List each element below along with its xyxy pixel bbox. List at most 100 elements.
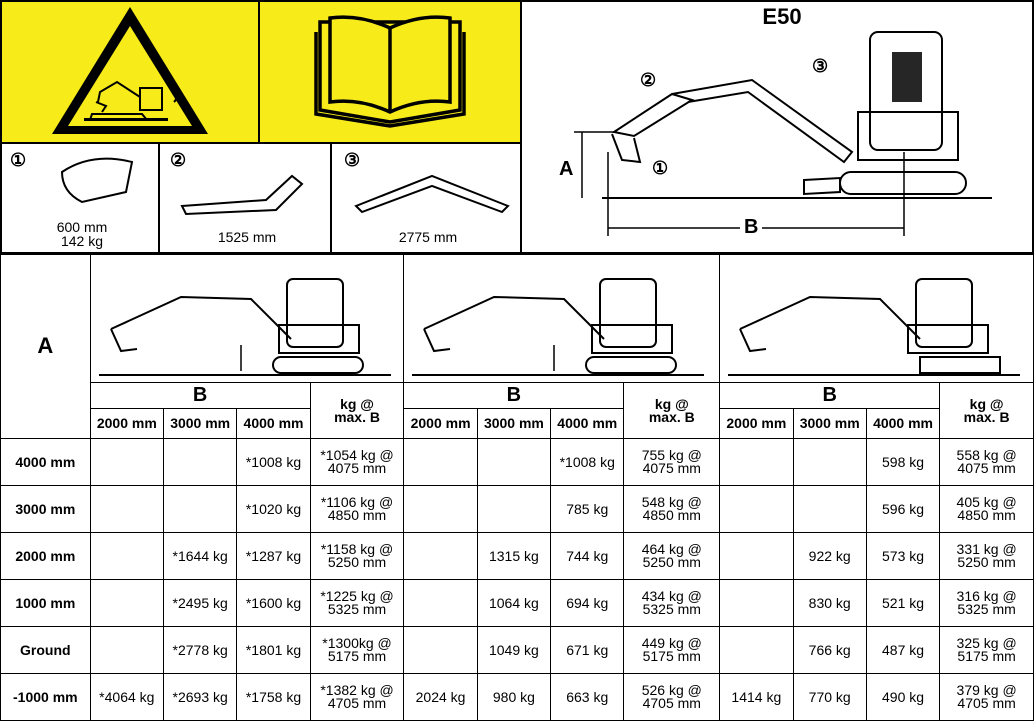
capacity-cell: 1315 kg bbox=[476, 532, 552, 580]
lift-capacity-table: A bbox=[0, 254, 1034, 721]
max-reach-cell: *1225 kg @5325 mm bbox=[309, 579, 405, 627]
attachment-num: ① bbox=[10, 150, 27, 170]
capacity-cell: 830 kg bbox=[792, 579, 867, 627]
capacity-cell: *2495 kg bbox=[162, 579, 238, 627]
kg-header-3: kg @max. B bbox=[939, 382, 1034, 439]
max-reach-cell: 316 kg @5325 mm bbox=[939, 579, 1034, 627]
capacity-cell: *1801 kg bbox=[236, 626, 311, 674]
capacity-cell: 1049 kg bbox=[476, 626, 552, 674]
capacity-cell: *4064 kg bbox=[89, 673, 164, 721]
dim-a-label: A bbox=[559, 158, 574, 180]
capacity-cell bbox=[89, 485, 164, 533]
max-reach-cell: 331 kg @5250 mm bbox=[939, 532, 1034, 580]
max-reach-cell: 405 kg @4850 mm bbox=[939, 485, 1034, 533]
capacity-cell: 785 kg bbox=[550, 485, 625, 533]
row-height-label: Ground bbox=[0, 626, 91, 674]
max-reach-cell: 449 kg @5175 mm bbox=[623, 626, 721, 674]
blade-down-diagram bbox=[89, 254, 405, 383]
capacity-cell: *2693 kg bbox=[162, 673, 238, 721]
max-reach-cell: 434 kg @5325 mm bbox=[623, 579, 721, 627]
capacity-cell: 694 kg bbox=[550, 579, 625, 627]
capacity-cell: 922 kg bbox=[792, 532, 867, 580]
boom-length: 2775 mm bbox=[398, 229, 458, 245]
manual-book-icon bbox=[314, 15, 466, 128]
capacity-cell: *1008 kg bbox=[550, 438, 625, 486]
arm-length: 1525 mm bbox=[217, 229, 277, 245]
capacity-rows: 4000 mm*1008 kg*1054 kg @4075 mm*1008 kg… bbox=[0, 438, 1034, 721]
capacity-cell: 766 kg bbox=[792, 626, 867, 674]
capacity-cell: *1020 kg bbox=[236, 485, 311, 533]
table-row: -1000 mm*4064 kg*2693 kg*1758 kg*1382 kg… bbox=[0, 673, 1034, 721]
capacity-cell: 596 kg bbox=[865, 485, 941, 533]
capacity-cell: 573 kg bbox=[865, 532, 941, 580]
capacity-cell bbox=[719, 485, 794, 533]
table-row: Ground *2778 kg*1801 kg*1300kg @5175 mm 10… bbox=[0, 626, 1034, 674]
row-height-label: 1000 mm bbox=[0, 579, 91, 627]
max-reach-cell: 325 kg @5175 mm bbox=[939, 626, 1034, 674]
bucket-weight: 142 kg bbox=[60, 233, 104, 249]
capacity-cell bbox=[403, 438, 478, 486]
table-row: 2000 mm *1644 kg*1287 kg*1158 kg @5250 mm… bbox=[0, 532, 1034, 580]
capacity-cell: *1287 kg bbox=[236, 532, 311, 580]
max-reach-cell: *1300kg @5175 mm bbox=[309, 626, 405, 674]
capacity-cell: 487 kg bbox=[865, 626, 941, 674]
capacity-cell bbox=[792, 485, 867, 533]
capacity-cell: *2778 kg bbox=[162, 626, 238, 674]
capacity-cell bbox=[403, 485, 478, 533]
capacity-cell bbox=[719, 438, 794, 486]
capacity-cell: 671 kg bbox=[550, 626, 625, 674]
kg-header-1: kg @max. B bbox=[309, 382, 405, 439]
side-diagram bbox=[719, 254, 1034, 383]
callout-2: ② bbox=[640, 70, 657, 90]
attachment-num: ② bbox=[170, 150, 187, 170]
capacity-cell: 598 kg bbox=[865, 438, 941, 486]
capacity-cell: 490 kg bbox=[865, 673, 941, 721]
manual-panel bbox=[258, 0, 522, 144]
max-reach-cell: *1158 kg @5250 mm bbox=[309, 532, 405, 580]
capacity-cell bbox=[476, 438, 552, 486]
attachment-bucket: ① 600 mm 142 kg bbox=[0, 142, 160, 254]
capacity-cell: 2024 kg bbox=[403, 673, 478, 721]
max-reach-cell: 526 kg @4705 mm bbox=[623, 673, 721, 721]
capacity-cell bbox=[719, 532, 794, 580]
callout-1: ① bbox=[652, 158, 669, 178]
max-reach-cell: *1054 kg @4075 mm bbox=[309, 438, 405, 486]
kg-header-2: kg @max. B bbox=[623, 382, 721, 439]
callout-3: ③ bbox=[812, 56, 829, 76]
capacity-cell bbox=[162, 485, 238, 533]
excavator-diagram bbox=[574, 31, 992, 236]
dim-b-label: B bbox=[740, 216, 763, 239]
warning-triangle-icon bbox=[52, 7, 208, 134]
attachment-boom: ③ 2775 mm bbox=[330, 142, 522, 254]
capacity-cell bbox=[792, 438, 867, 486]
capacity-cell: 1414 kg bbox=[719, 673, 794, 721]
blade-up-diagram bbox=[403, 254, 721, 383]
capacity-cell: 1064 kg bbox=[476, 579, 552, 627]
row-height-label: 3000 mm bbox=[0, 485, 91, 533]
table-row: 1000 mm*2495 kg*1600 kg*1225 kg @5325 mm… bbox=[0, 579, 1034, 627]
capacity-cell bbox=[89, 579, 164, 627]
capacity-cell bbox=[403, 532, 478, 580]
max-reach-cell: 755 kg @4075 mm bbox=[623, 438, 721, 486]
max-reach-cell: 464 kg @5250 mm bbox=[623, 532, 721, 580]
max-reach-cell: 548 kg @4850 mm bbox=[623, 485, 721, 533]
capacity-cell bbox=[162, 438, 238, 486]
model-title: E50 bbox=[762, 4, 802, 29]
capacity-cell: *1008 kg bbox=[236, 438, 311, 486]
row-height-label: 4000 mm bbox=[0, 438, 91, 486]
b-header-3: B bbox=[719, 382, 941, 409]
capacity-cell: 663 kg bbox=[550, 673, 625, 721]
machine-diagram-panel: E50 A B ① bbox=[520, 0, 1034, 254]
capacity-cell bbox=[719, 626, 794, 674]
boom-icon bbox=[354, 174, 510, 214]
b-header-2: B bbox=[403, 382, 625, 409]
max-reach-cell: 558 kg @4075 mm bbox=[939, 438, 1034, 486]
column-headers: 2000 mm 3000 mm 4000 mm 2000 mm 3000 mm … bbox=[1, 408, 1034, 439]
row-height-label: 2000 mm bbox=[0, 532, 91, 580]
capacity-cell bbox=[89, 532, 164, 580]
row-height-label: -1000 mm bbox=[0, 673, 91, 721]
a-column-header: A bbox=[0, 254, 91, 439]
b-header-1: B bbox=[89, 382, 311, 409]
capacity-cell: *1644 kg bbox=[162, 532, 238, 580]
